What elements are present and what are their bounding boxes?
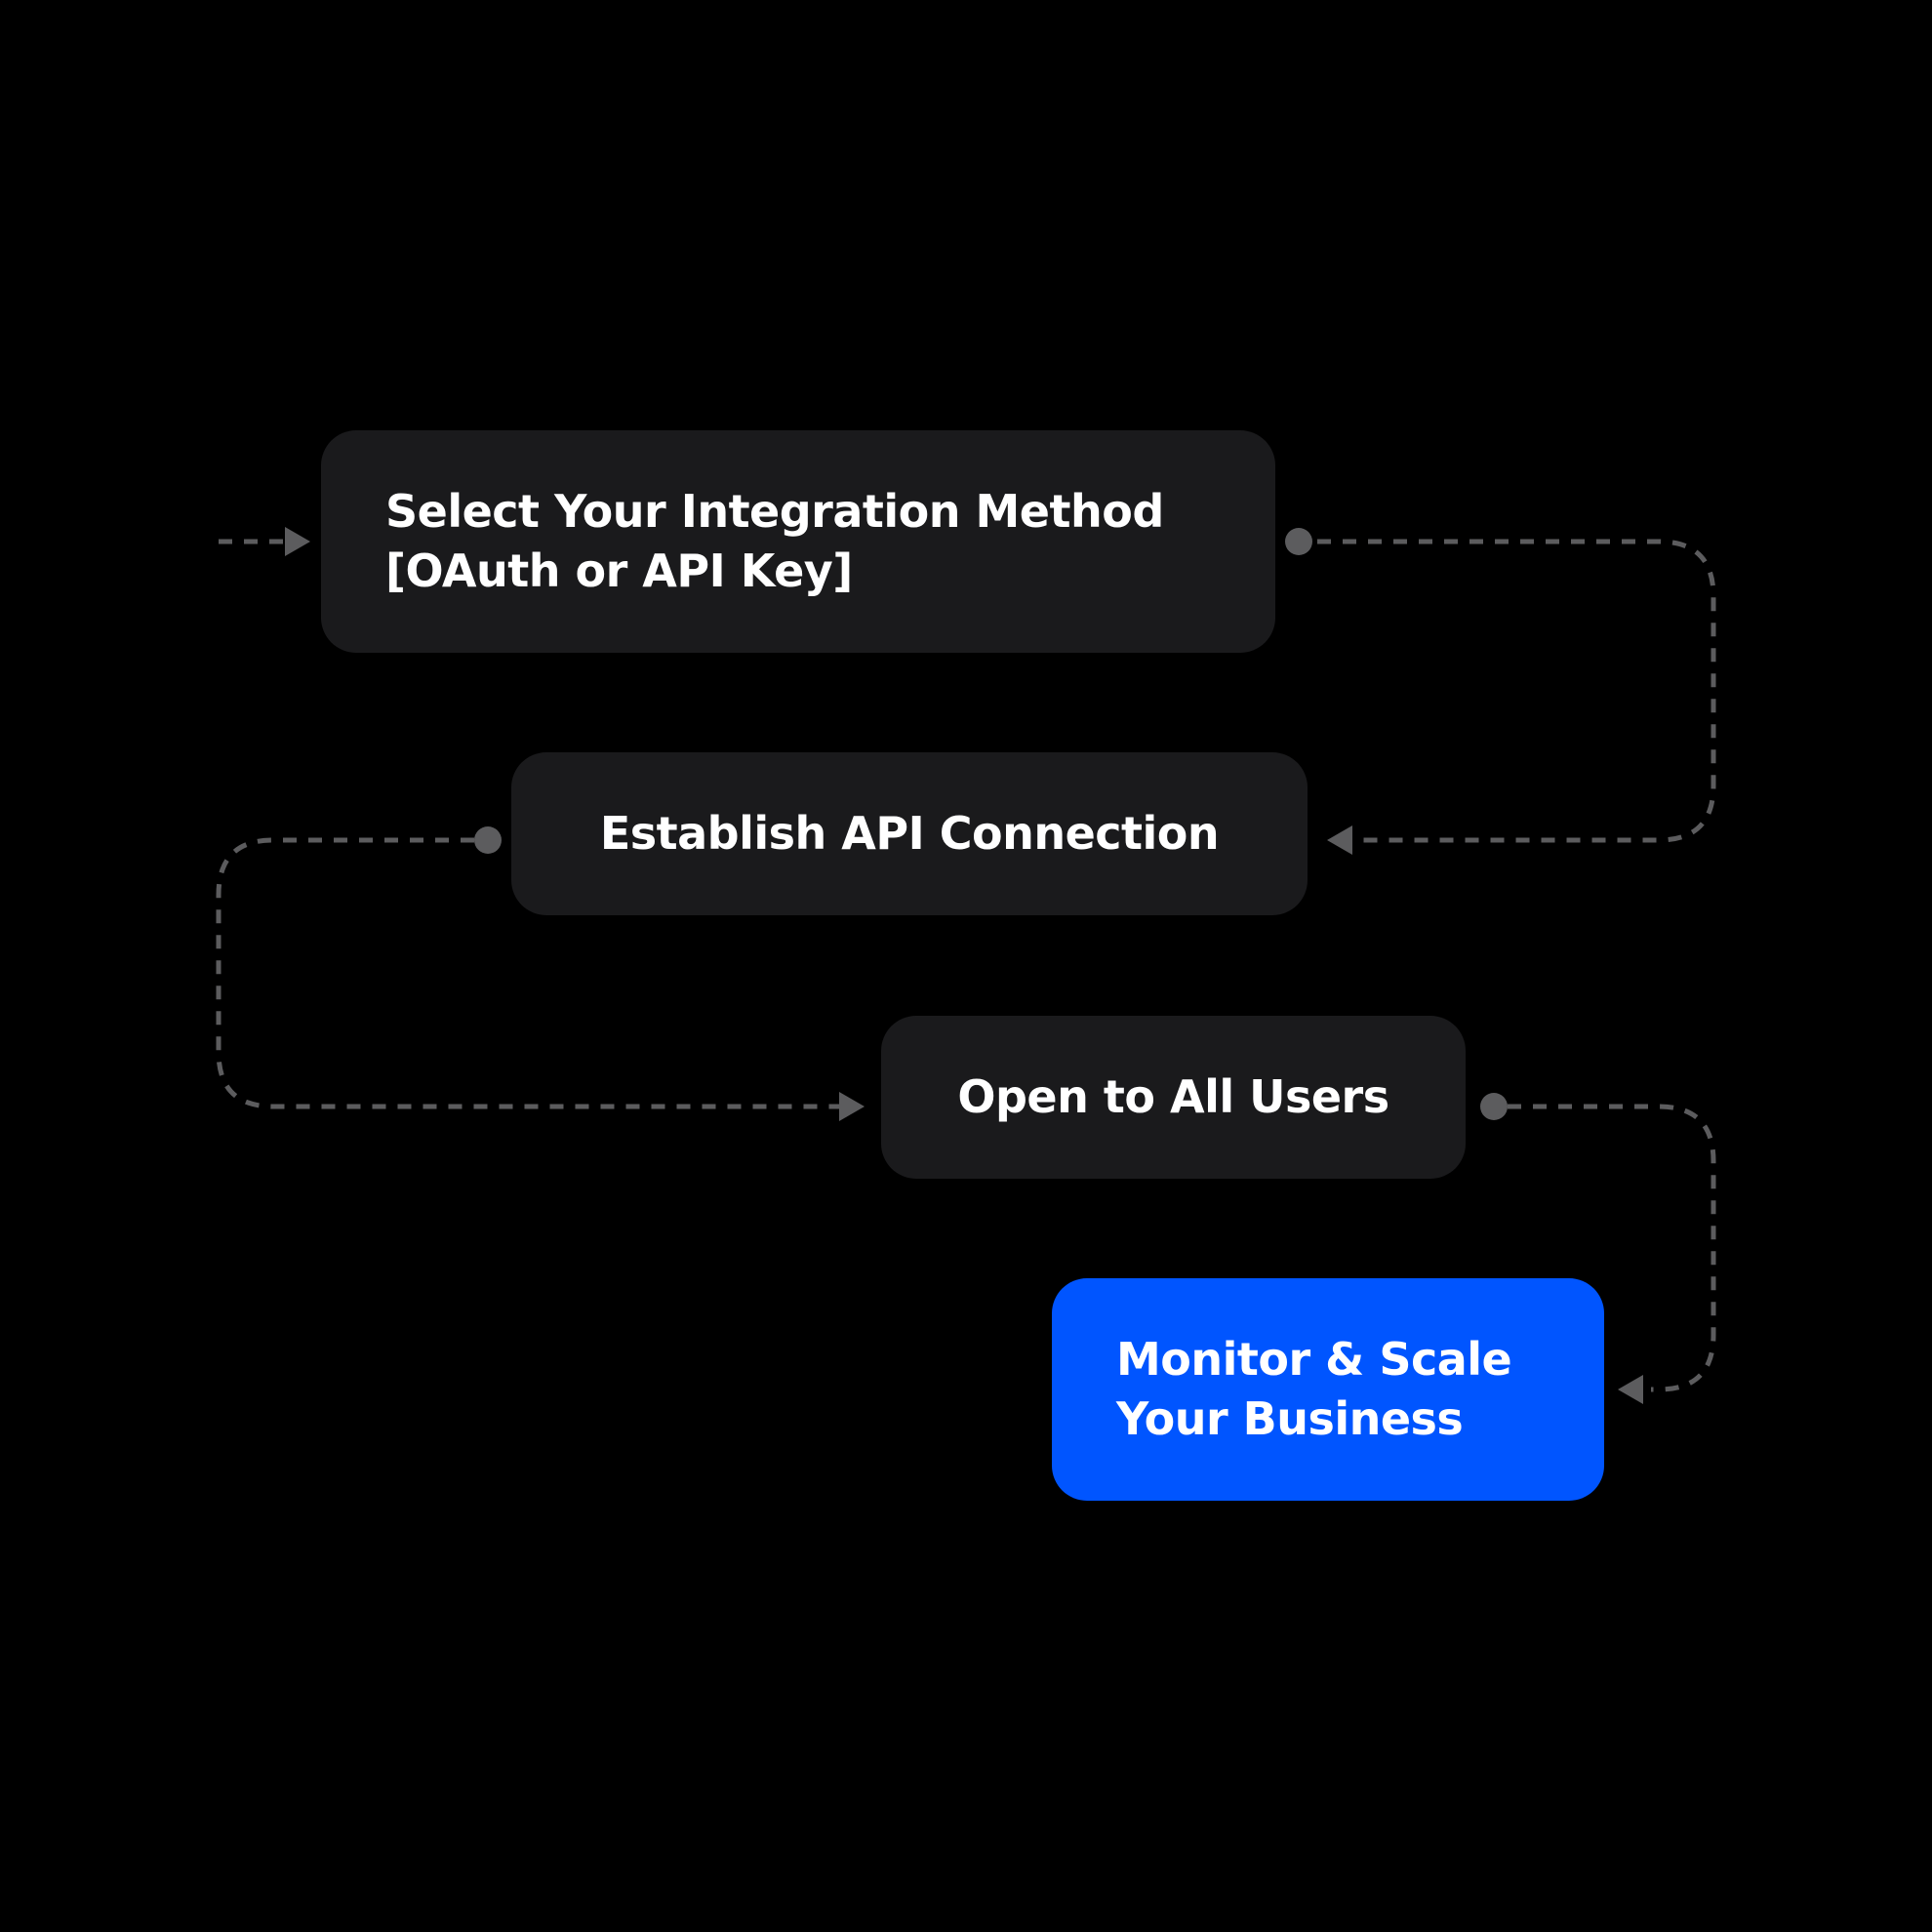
step-select-integration-method: Select Your Integration Method [OAuth or… — [321, 430, 1275, 653]
connector-line-2-to-3 — [216, 837, 841, 1109]
step-label: Monitor & Scale Your Business — [1116, 1330, 1512, 1449]
arrow-into-step-4-icon — [1618, 1375, 1643, 1404]
connector-dot-step-2 — [474, 826, 502, 854]
entry-arrow-icon — [285, 527, 310, 556]
step-label: Establish API Connection — [599, 807, 1220, 860]
connector-dot-step-3 — [1480, 1093, 1508, 1120]
step-label-line: Select Your Integration Method — [385, 485, 1164, 538]
connector-line-1-to-2 — [1317, 539, 1716, 843]
step-establish-api-connection: Establish API Connection — [511, 752, 1308, 915]
step-open-to-all-users: Open to All Users — [881, 1016, 1466, 1179]
connector-dot-step-1 — [1285, 528, 1312, 555]
arrow-into-step-2-icon — [1327, 825, 1352, 855]
arrow-into-step-3-icon — [839, 1092, 865, 1121]
step-label: Select Your Integration Method [OAuth or… — [385, 482, 1164, 601]
step-label-line: Monitor & Scale — [1116, 1333, 1512, 1386]
step-label-line: [OAuth or API Key] — [385, 544, 853, 597]
step-monitor-and-scale: Monitor & Scale Your Business — [1052, 1278, 1604, 1501]
step-label-line: Your Business — [1116, 1392, 1464, 1445]
step-label: Open to All Users — [957, 1070, 1389, 1123]
